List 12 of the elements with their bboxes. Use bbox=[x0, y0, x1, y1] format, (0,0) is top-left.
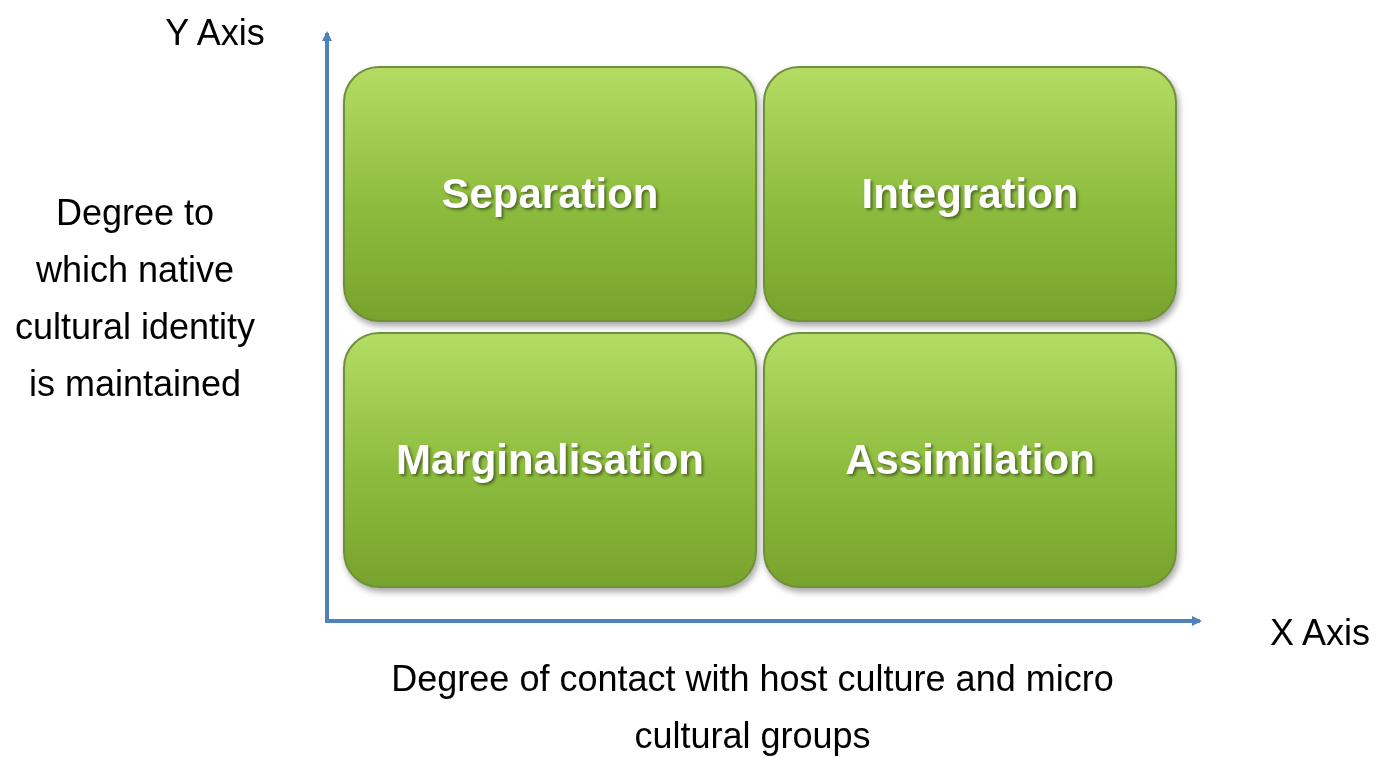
quadrant-box bbox=[343, 66, 757, 322]
quadrant-box bbox=[763, 66, 1177, 322]
y-axis-description: Degree to which native cultural identity is maintained bbox=[13, 191, 257, 406]
y-axis-label: Y Axis bbox=[164, 11, 266, 55]
x-axis-description: Degree of contact with host culture and micro cultural groups bbox=[390, 657, 1115, 758]
quadrant-label: Marginalisation bbox=[395, 436, 705, 484]
quadrant-box bbox=[763, 332, 1177, 588]
quadrant-label: Separation bbox=[441, 170, 659, 218]
x-axis-label: X Axis bbox=[1268, 611, 1371, 655]
quadrant-box bbox=[343, 332, 757, 588]
quadrant-label: Assimilation bbox=[845, 436, 1095, 484]
quadrant-label: Integration bbox=[861, 170, 1079, 218]
